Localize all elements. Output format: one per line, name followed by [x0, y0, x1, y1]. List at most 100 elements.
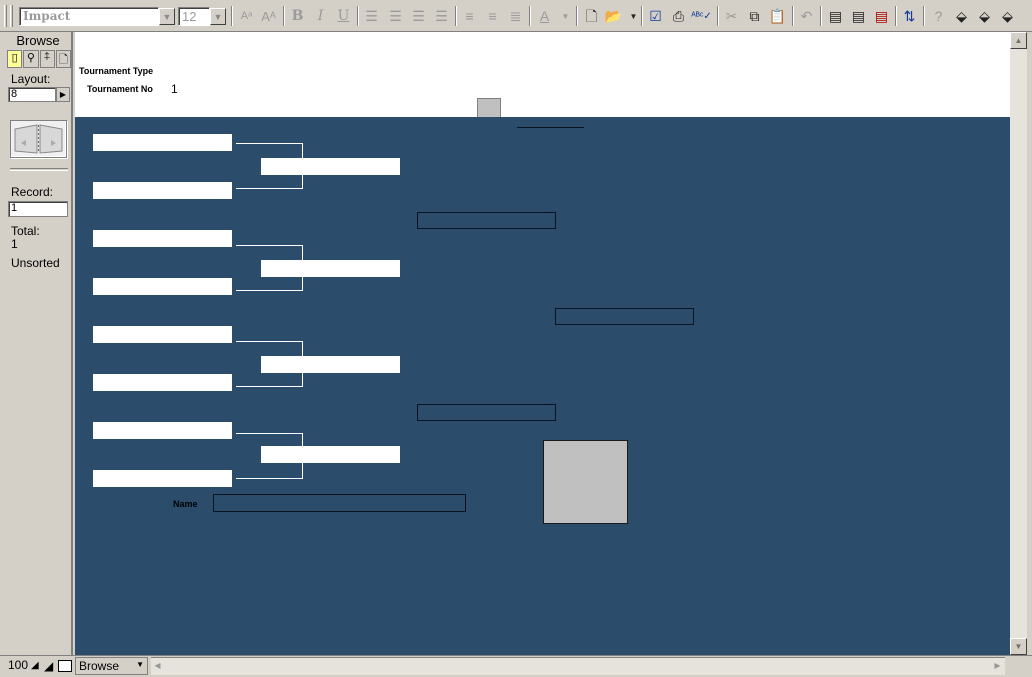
layout-label: Layout: — [11, 72, 51, 86]
name-field[interactable] — [213, 494, 466, 512]
paste-icon[interactable]: 📋 — [768, 8, 787, 24]
line-spacing-single-icon[interactable]: ≡ — [465, 8, 474, 24]
font-name-dropdown-icon[interactable]: ▼ — [159, 8, 175, 25]
layout-content: Tournament Type Tournament No 1 — [75, 32, 1010, 655]
bracket-slot-r2-3[interactable] — [261, 356, 400, 373]
bracket-connector — [236, 386, 303, 387]
name-label: Name — [173, 499, 198, 509]
picture-container[interactable] — [543, 440, 628, 524]
total-label: Total: — [11, 224, 40, 238]
font-name-combo[interactable]: Impact — [19, 7, 159, 26]
bracket-connector — [236, 341, 303, 342]
open-file-dropdown-icon[interactable]: ▼ — [629, 12, 638, 21]
layout-mode-icon[interactable]: ⍏ — [39, 50, 55, 68]
checkmark-icon[interactable]: ☑ — [649, 8, 662, 24]
bold-icon[interactable]: B — [291, 8, 304, 24]
print-icon[interactable]: ⎙ — [672, 8, 685, 24]
mode-select-dropdown-icon[interactable]: ▼ — [136, 660, 144, 669]
sort-icon[interactable]: ⇅ — [903, 8, 916, 24]
preview-mode-icon[interactable]: 🗋 — [55, 50, 71, 68]
bracket-slot-r1-4[interactable] — [93, 278, 232, 295]
bracket-slot-r2-4[interactable] — [261, 446, 400, 463]
bracket-slot-r2-1[interactable] — [261, 158, 400, 175]
bracket-connector — [236, 478, 303, 479]
toolbar-separator — [357, 6, 359, 26]
vertical-scrollbar[interactable]: ▲ ▼ — [1010, 32, 1027, 655]
text-color-icon[interactable]: A — [539, 8, 550, 24]
line-spacing-double-icon[interactable]: ≣ — [509, 8, 522, 24]
sort-status: Unsorted — [11, 256, 60, 270]
horizontal-scrollbar[interactable]: ◀ ▶ — [151, 657, 1005, 675]
underline-icon[interactable]: U — [337, 8, 350, 24]
bracket-connector — [236, 290, 303, 291]
help-icon[interactable]: ? — [934, 8, 943, 24]
zoom-level[interactable]: 100 — [8, 658, 29, 672]
zoom-out-icon[interactable]: ◢ — [31, 660, 39, 671]
increase-font-size-icon[interactable]: Aᴬ — [261, 9, 276, 24]
bracket-slot-r1-2[interactable] — [93, 182, 232, 199]
decrease-font-size-icon[interactable]: Aᵃ — [240, 10, 253, 22]
mode-select-value: Browse — [79, 659, 120, 673]
font-size-combo[interactable]: 12 — [178, 7, 210, 26]
record-label: Record: — [11, 185, 54, 199]
tournament-type-label: Tournament Type — [79, 66, 154, 76]
status-area-toggle-icon[interactable] — [58, 660, 72, 672]
mode-select[interactable]: Browse ▼ — [75, 657, 148, 675]
cut-icon[interactable]: ✂ — [725, 8, 738, 24]
duplicate-record-icon[interactable]: ▤ — [851, 8, 866, 24]
italic-icon[interactable]: I — [317, 8, 324, 24]
bracket-slot-r1-6[interactable] — [93, 374, 232, 391]
book-icon[interactable] — [10, 120, 67, 158]
header-button[interactable] — [477, 98, 501, 118]
record-slider[interactable] — [10, 168, 68, 171]
bracket-connector — [236, 433, 303, 434]
copy-icon[interactable]: ⧉ — [749, 8, 760, 24]
toolbar-grip[interactable] — [10, 5, 13, 27]
record-number-field[interactable]: 1 — [8, 201, 68, 217]
bracket-slot-r1-8[interactable] — [93, 470, 232, 487]
scroll-up-icon[interactable]: ▲ — [1010, 32, 1027, 49]
bracket-slot-r1-7[interactable] — [93, 422, 232, 439]
undo-icon[interactable]: ↶ — [800, 8, 813, 24]
body-part: Name — [75, 117, 1010, 655]
new-file-icon[interactable]: 🗋 — [585, 8, 598, 24]
find-mode-icon[interactable]: ⚲ — [23, 50, 39, 68]
zoom-in-icon[interactable]: ◢ — [44, 659, 54, 673]
new-record-icon[interactable]: ▤ — [828, 8, 843, 24]
align-right-icon[interactable]: ☰ — [412, 8, 425, 24]
toolbar-separator — [455, 6, 457, 26]
text-color-dropdown-icon[interactable]: ▼ — [561, 12, 570, 21]
scroll-right-icon[interactable]: ▶ — [994, 661, 1001, 670]
scroll-left-icon[interactable]: ◀ — [154, 661, 161, 670]
layout-dropdown-icon[interactable]: ▶ — [56, 87, 70, 102]
toolbar-separator — [717, 6, 719, 26]
align-left-icon[interactable]: ☰ — [365, 8, 378, 24]
toolbar-separator — [820, 6, 822, 26]
bracket-connector — [236, 188, 303, 189]
layout-select[interactable]: 8 — [8, 87, 56, 102]
find-all-icon[interactable]: ⬙ — [979, 8, 990, 24]
bracket-slot-r3-2[interactable] — [417, 404, 556, 421]
browse-mode-icon[interactable]: ▯ — [7, 50, 23, 68]
line-spacing-half-icon[interactable]: ≡ — [488, 8, 497, 24]
bracket-slot-r3-1[interactable] — [417, 212, 556, 229]
align-center-icon[interactable]: ☰ — [389, 8, 402, 24]
delete-record-icon[interactable]: ▤ — [874, 8, 889, 24]
toolbar-separator — [576, 6, 578, 26]
bracket-slot-r1-5[interactable] — [93, 326, 232, 343]
bracket-slot-r1-3[interactable] — [93, 230, 232, 247]
find-icon[interactable]: ⬙ — [956, 8, 967, 24]
find-omit-icon[interactable]: ⬙ — [1002, 8, 1013, 24]
bracket-slot-r2-2[interactable] — [261, 260, 400, 277]
font-size-dropdown-icon[interactable]: ▼ — [210, 8, 226, 25]
open-file-icon[interactable]: 📂 — [604, 8, 623, 24]
tournament-no-value[interactable]: 1 — [171, 82, 178, 96]
toolbar-separator — [895, 6, 897, 26]
bracket-slot-r1-1[interactable] — [93, 134, 232, 151]
toolbar-separator — [529, 6, 531, 26]
spellcheck-icon[interactable]: ᴬᴮᶜ✓ — [691, 11, 712, 22]
bracket-slot-final[interactable] — [555, 308, 694, 325]
justify-icon[interactable]: ☰ — [435, 8, 448, 24]
toolbar-grip[interactable] — [4, 5, 7, 27]
scroll-down-icon[interactable]: ▼ — [1010, 638, 1027, 655]
